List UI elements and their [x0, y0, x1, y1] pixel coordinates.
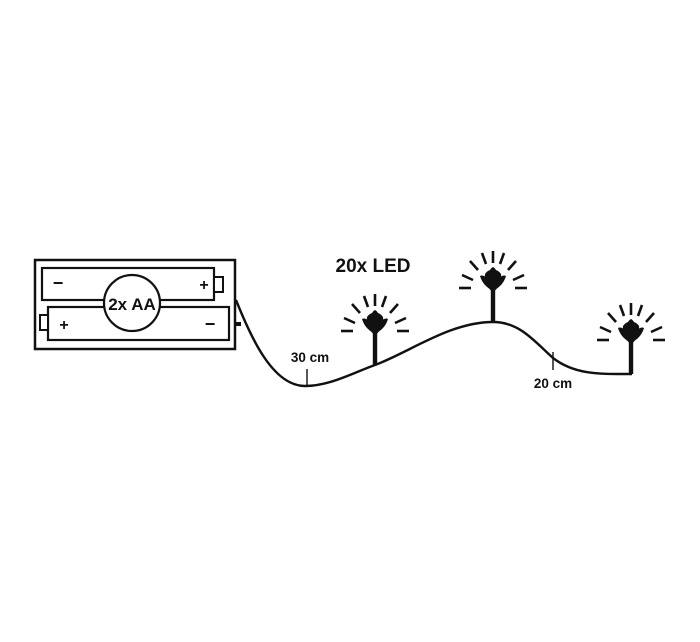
- dimension-spacing: 20 cm: [534, 352, 572, 391]
- wire-path: [234, 299, 633, 388]
- led-bulb-icon: [595, 301, 667, 374]
- battery-type-label: 2x AA: [108, 295, 156, 314]
- led-bulb-icon: [457, 249, 529, 322]
- battery-box: [33, 258, 237, 351]
- dimension-lead: 30 cm: [291, 350, 329, 386]
- spacing-label: 20 cm: [534, 376, 572, 391]
- battery-label-circle: [102, 273, 162, 333]
- positive-symbol-top: +: [199, 277, 208, 294]
- cable: [234, 299, 633, 388]
- negative-symbol-top: −: [53, 273, 64, 293]
- lead-length-label: 30 cm: [291, 350, 329, 365]
- positive-symbol-bottom: +: [59, 317, 68, 334]
- negative-symbol-bottom: −: [205, 314, 216, 334]
- led-count-title: 20x LED: [336, 256, 411, 277]
- battery-pack: − + + − 2x AA: [33, 258, 237, 351]
